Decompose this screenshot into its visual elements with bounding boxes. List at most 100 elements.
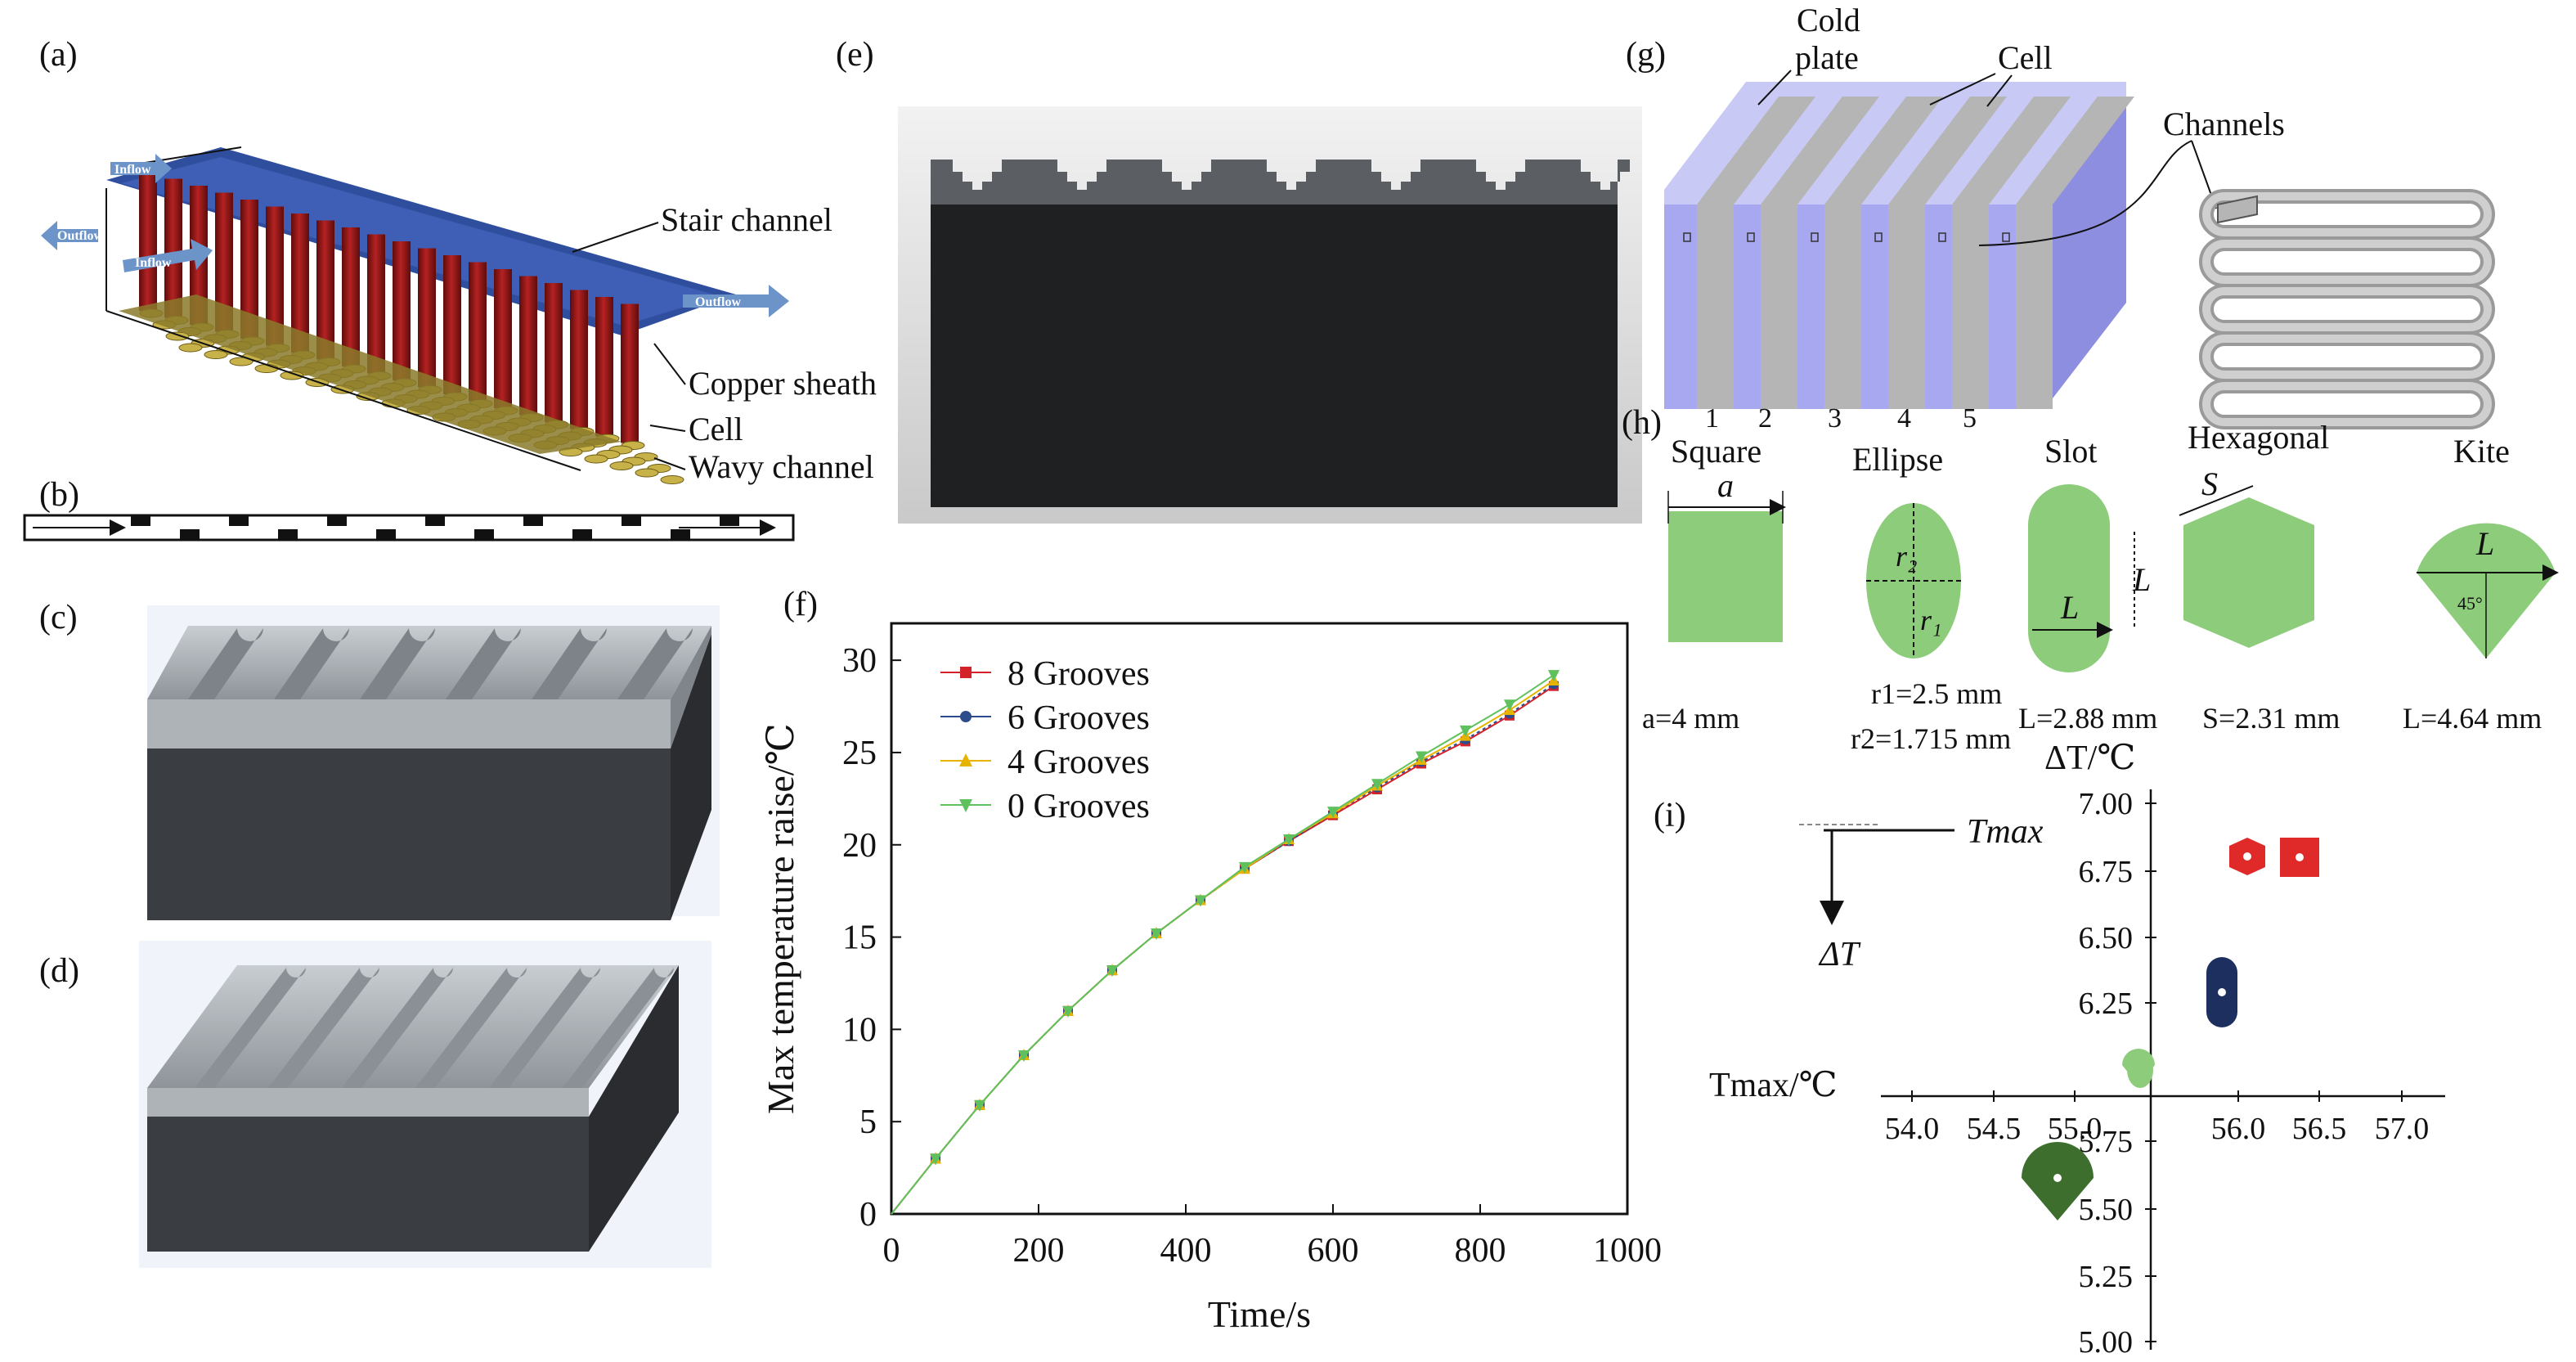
cell-top <box>1888 97 2007 205</box>
kite-dim-symbol: L <box>2475 525 2494 562</box>
panel-f-label: (f) <box>783 586 818 623</box>
marker-square-red <box>2280 838 2319 877</box>
x-tick-label: 800 <box>1455 1232 1506 1270</box>
cell-face <box>1888 205 1925 409</box>
label-channels: Channels <box>2163 106 2285 142</box>
panel-a-label: (a) <box>39 36 78 74</box>
legend-marker <box>959 753 972 766</box>
copper-sheath-tube <box>443 255 461 394</box>
series-line-3 <box>891 674 1555 1215</box>
panel-d-label: (d) <box>39 952 79 990</box>
x-tick-label: 56.0 <box>2211 1112 2266 1146</box>
copper-sheath-tube <box>291 214 309 353</box>
y-tick-label: 5.00 <box>2079 1325 2134 1360</box>
cell-top <box>1761 97 1879 205</box>
cell-end <box>204 350 228 359</box>
cell-face <box>1697 205 1734 409</box>
panel-h-label: (h) <box>1622 404 1662 442</box>
cell-number: 1 <box>1705 403 1719 434</box>
cell-end <box>584 454 608 464</box>
shape-slot: Slot L L L=2.88 mm <box>2018 433 2157 735</box>
hexagonal-dims: S=2.31 mm <box>2202 702 2340 735</box>
wavy-block <box>474 529 494 539</box>
shape-square: Square a a=4 mm <box>1642 433 1786 735</box>
wavy-block <box>229 516 249 526</box>
channel-port <box>1874 232 1883 242</box>
ellipse-dims-2: r2=1.715 mm <box>1851 722 2011 755</box>
shape-kite: Kite L 45° L=4.64 mm <box>2403 433 2559 735</box>
chart-plot-frame <box>890 622 1629 1216</box>
shape-ellipse: Ellipse r₂ r₁ r1=2.5 mm r2=1.715 mm <box>1851 441 2011 755</box>
channel-port <box>1683 232 1691 242</box>
panel-c-label: (c) <box>39 599 78 636</box>
cell-end <box>280 371 304 380</box>
groove <box>489 968 600 1088</box>
cell-end <box>165 331 190 341</box>
svg-text:Outflow: Outflow <box>57 229 103 243</box>
copper-sheath-tube <box>519 276 537 416</box>
x-tick-label: 1000 <box>1593 1232 1662 1270</box>
cell-top <box>1697 97 1815 205</box>
data-point <box>1239 861 1250 874</box>
data-point <box>1327 807 1339 819</box>
wavy-block <box>180 529 200 539</box>
groove <box>532 628 607 699</box>
legend-marker <box>960 711 972 722</box>
label-cell: Cell <box>689 411 743 447</box>
y-tick-label: 0 <box>859 1196 877 1234</box>
marker-kite-green <box>2122 1049 2155 1086</box>
shape-name-square: Square <box>1671 433 1761 470</box>
inflow-arrow-mid: Inflow <box>123 239 213 272</box>
cell-end <box>609 461 634 470</box>
legend-marker <box>960 667 972 678</box>
groove <box>195 968 306 1088</box>
cell-top <box>1824 97 1943 205</box>
wavy-block <box>278 529 298 539</box>
kite-angle: 45° <box>2457 593 2483 614</box>
outflow-arrow-right: Outflow <box>683 285 789 317</box>
legend-label: 8 Grooves <box>1008 655 1150 693</box>
marker-slot-navy <box>2206 957 2237 1027</box>
data-point <box>1151 928 1162 941</box>
y-tick-label: 5 <box>859 1104 877 1141</box>
x-tick-label: 54.0 <box>1885 1112 1940 1146</box>
inflow-arrow-top: Inflow <box>110 154 172 183</box>
svg-text:Inflow: Inflow <box>135 256 172 270</box>
cell-top <box>1952 97 2071 205</box>
kite-dims: L=4.64 mm <box>2403 702 2542 735</box>
cell-number: 2 <box>1758 403 1772 434</box>
data-point <box>1106 965 1118 978</box>
legend-label: 0 Grooves <box>1008 788 1150 825</box>
y-tick-label: 5.50 <box>2079 1193 2134 1227</box>
groove <box>360 628 435 699</box>
data-point <box>1062 1005 1074 1018</box>
shape-name-hexagonal: Hexagonal <box>2188 419 2329 456</box>
y-tick-label: 10 <box>842 1011 877 1049</box>
cell-end <box>178 343 203 353</box>
x-tick-label: 57.0 <box>2375 1112 2430 1146</box>
wavy-block <box>523 516 543 526</box>
legend-marker <box>959 799 972 812</box>
legend-key: Tmax ΔT <box>1799 813 2044 973</box>
slot-dims: L=2.88 mm <box>2018 702 2157 735</box>
data-point <box>1504 699 1515 712</box>
series-line-1 <box>891 683 1555 1215</box>
y-tick-label: 7.00 <box>2079 787 2134 821</box>
wavy-block <box>376 529 396 539</box>
svg-text:Outflow: Outflow <box>695 295 741 309</box>
y-tick-label: 6.75 <box>2079 855 2134 889</box>
panel-c-grooved-block <box>147 605 720 920</box>
panel-i-label: (i) <box>1654 797 1686 834</box>
cell-number: 3 <box>1828 403 1842 434</box>
axis-label-delta-t: ΔT/℃ <box>2044 739 2135 777</box>
axis-label-tmax: Tmax/℃ <box>1709 1067 1838 1104</box>
channel-port <box>1747 232 1755 242</box>
cell-end <box>229 357 254 366</box>
ellipse-dims-1: r1=2.5 mm <box>1871 677 2002 710</box>
svg-text:Inflow: Inflow <box>114 163 151 177</box>
groove <box>274 628 349 699</box>
wavy-block <box>720 516 739 526</box>
